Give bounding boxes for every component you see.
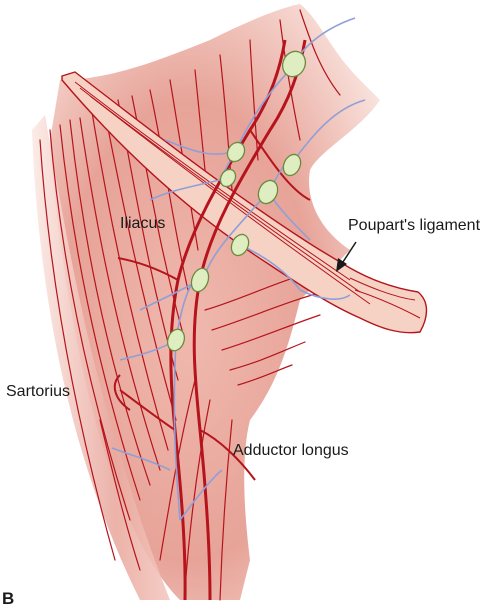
poupart-ligament	[61, 71, 428, 334]
poupart-pointer-arrowhead	[336, 258, 347, 272]
ligament-fibers	[74, 81, 421, 319]
lymph-node	[190, 267, 210, 293]
lymph-node	[166, 328, 186, 352]
lymph-node	[257, 179, 279, 205]
lymph-node	[226, 141, 246, 163]
lymph-node	[219, 168, 237, 188]
lymph-node	[282, 153, 302, 177]
lymph-node	[281, 50, 307, 78]
lymph-nodes	[166, 50, 307, 352]
poupart-pointer-line	[340, 241, 357, 266]
label-adductor-longus: Adductor longus	[233, 442, 349, 459]
lymph-node	[230, 233, 250, 257]
label-iliacus: Iliacus	[120, 215, 166, 232]
sartorius-muscle	[32, 115, 170, 600]
panel-letter: B	[2, 589, 15, 608]
label-sartorius: Sartorius	[6, 383, 71, 400]
label-poupart-ligament: Poupart's ligament	[348, 217, 481, 234]
